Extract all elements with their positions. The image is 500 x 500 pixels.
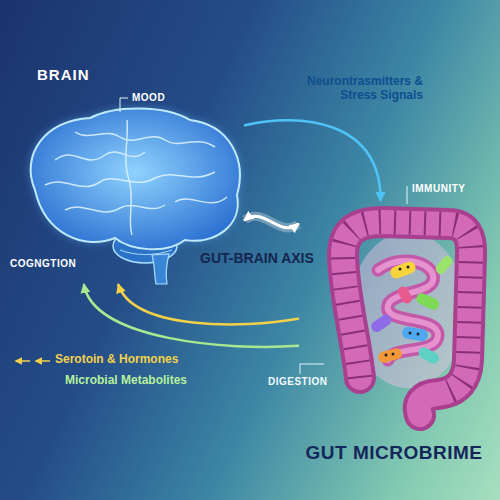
flow-arrows bbox=[16, 360, 30, 362]
axis-connector bbox=[245, 216, 298, 228]
bacteria bbox=[396, 285, 414, 306]
metabolite-arrow bbox=[84, 285, 298, 347]
small-intestine bbox=[378, 261, 438, 360]
region-title: GUT MICROBRIME bbox=[306, 442, 483, 464]
gut-region: GUT MICROBRIME bbox=[298, 200, 490, 470]
bacteria bbox=[392, 353, 395, 356]
leader-lines bbox=[120, 98, 407, 374]
leader-lines bbox=[120, 98, 128, 112]
connector-glow bbox=[245, 216, 298, 228]
bacteria bbox=[385, 354, 388, 357]
callout-label: COGNGTION bbox=[10, 258, 76, 270]
bacteria bbox=[369, 313, 393, 335]
bacteria bbox=[409, 332, 412, 335]
bacteria bbox=[415, 291, 441, 311]
connector-label: GUT-BRAIN AXIS bbox=[200, 250, 314, 267]
flow-arrows bbox=[16, 360, 50, 362]
connector-label: Microbial Metabolites bbox=[65, 373, 187, 387]
connector-label: Serotoin & Hormones bbox=[55, 352, 178, 366]
bacteria bbox=[416, 345, 441, 366]
bacteria bbox=[434, 254, 455, 276]
brain-folds bbox=[45, 120, 227, 235]
callout-label: MOOD bbox=[132, 92, 165, 104]
colon-folds bbox=[343, 222, 471, 394]
gut-drawing bbox=[343, 222, 471, 415]
brain-stem bbox=[152, 254, 169, 284]
leader-lines bbox=[300, 364, 324, 374]
connector-line bbox=[84, 285, 298, 347]
connector-line bbox=[119, 285, 299, 324]
bacteria bbox=[389, 260, 418, 280]
colon-outer bbox=[343, 222, 471, 415]
bacteria bbox=[417, 333, 420, 336]
connector-line bbox=[245, 216, 298, 228]
bacteria bbox=[377, 347, 403, 364]
cerebrum bbox=[31, 108, 240, 249]
colon-inner bbox=[343, 222, 471, 415]
bacteria bbox=[401, 326, 429, 342]
leader-lines bbox=[407, 186, 408, 204]
signal-arrow bbox=[245, 120, 381, 200]
callout-label: DIGESTION bbox=[268, 376, 328, 388]
bacteria bbox=[407, 266, 410, 269]
connector-label: Neurontrasmitters & Stress Signals bbox=[288, 74, 423, 103]
bacteria bbox=[399, 268, 402, 271]
flow-arrows bbox=[36, 360, 50, 362]
hormone-arrow bbox=[119, 285, 299, 324]
connector-line bbox=[245, 120, 381, 200]
bacteria bbox=[369, 254, 454, 366]
brain-glow bbox=[31, 108, 240, 249]
small-intestine-inner bbox=[378, 261, 438, 360]
callout-label: IMMUNITY bbox=[412, 183, 465, 195]
region-title: BRAIN bbox=[37, 66, 90, 83]
